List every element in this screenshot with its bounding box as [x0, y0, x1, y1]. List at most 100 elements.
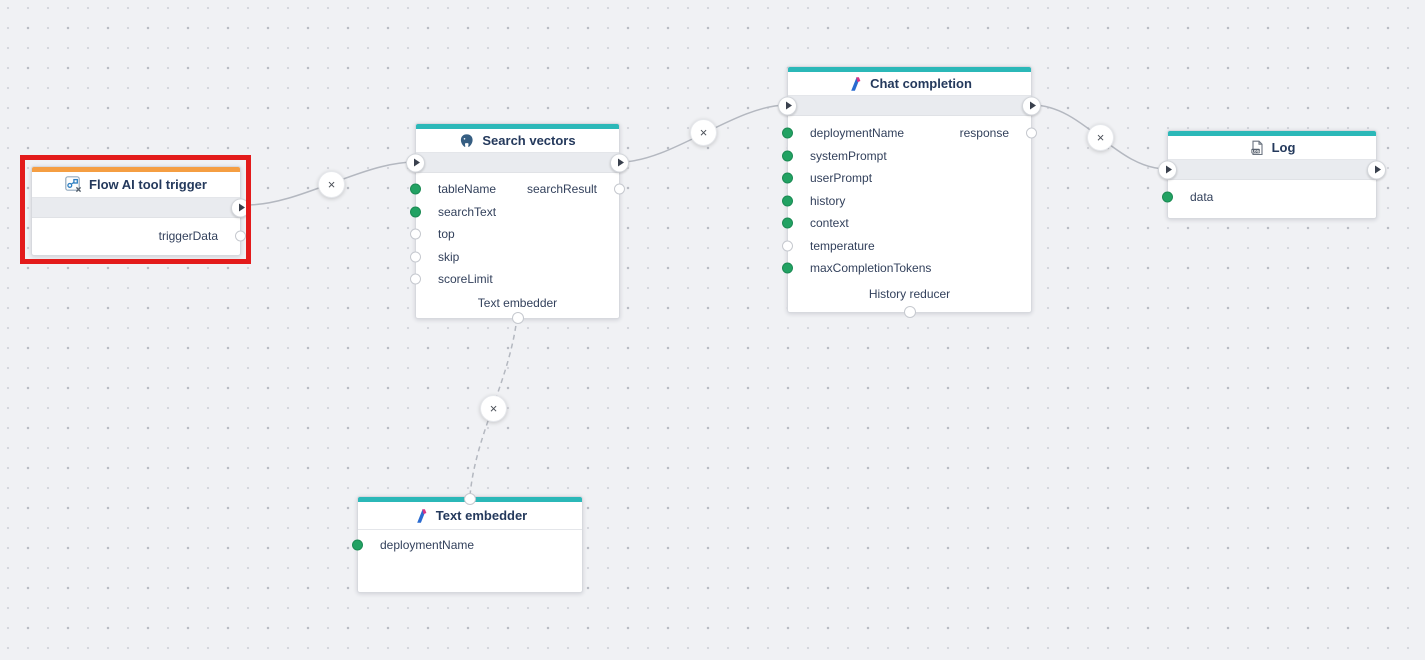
port-label: temperature [810, 238, 875, 253]
node-title: Flow AI tool trigger [89, 177, 207, 192]
bottom-connector-label: Text embedder [477, 295, 558, 310]
flow-out-button[interactable] [1367, 160, 1386, 179]
port-label: skip [438, 249, 460, 264]
port-label: searchResult [526, 182, 597, 197]
port-label: triggerData [158, 229, 218, 244]
port-label: response [959, 126, 1009, 141]
node-accent-bar [416, 124, 619, 129]
input-port-top[interactable] [410, 228, 421, 240]
input-port-deploymentName[interactable] [352, 539, 363, 551]
flow-in-button[interactable] [406, 153, 425, 172]
node-accent-bar [788, 67, 1031, 72]
play-icon [413, 158, 420, 167]
node-accent-bar [1168, 131, 1376, 136]
remove-connection-search-embedder-button[interactable]: × [480, 395, 507, 422]
input-port-searchText[interactable] [410, 206, 421, 218]
node-header: Flow AI tool trigger [32, 172, 240, 198]
azure-ai-icon [847, 76, 863, 92]
flow-trigger-icon [65, 176, 82, 193]
port-row: triggerData [32, 225, 246, 248]
port-row: searchText [410, 201, 619, 224]
port-label: top [438, 227, 455, 242]
node-chat-completion[interactable]: Chat completion deploymentName systemPro… [778, 66, 1041, 318]
log-file-icon: LOG [1249, 140, 1265, 156]
node-body: deploymentName systemPrompt userPrompt h… [782, 116, 1037, 318]
node-header: Chat completion [788, 72, 1031, 96]
node-text-embedder[interactable]: Text embedder deploymentName [352, 493, 583, 593]
port-label: tableName [438, 182, 497, 197]
node-title: Log [1271, 140, 1296, 155]
input-port-userPrompt[interactable] [782, 172, 793, 184]
node-log[interactable]: LOG Log data [1158, 130, 1386, 219]
input-port-tableName[interactable] [410, 183, 421, 195]
port-row: response [885, 122, 1037, 145]
input-port-scoreLimit[interactable] [410, 273, 421, 285]
port-row: tableName [410, 178, 619, 201]
port-label: systemPrompt [810, 148, 887, 163]
flow-in-button[interactable] [1158, 160, 1177, 179]
input-port-maxCompletionTokens[interactable] [782, 262, 793, 274]
flow-out-button[interactable] [610, 153, 629, 172]
top-connector-port[interactable] [464, 493, 476, 505]
node-header: LOG Log [1168, 136, 1376, 160]
node-body: triggerData [32, 218, 246, 255]
node-accent-bar [32, 167, 240, 172]
node-header: Text embedder [358, 502, 582, 530]
node-body: tableName searchText top skip scoreLimit… [410, 173, 625, 324]
port-row: maxCompletionTokens [782, 257, 1031, 280]
output-port-searchResult[interactable] [614, 183, 625, 195]
port-row: deploymentName [352, 534, 582, 557]
node-title: Search vectors [482, 133, 576, 148]
node-title: Text embedder [435, 508, 528, 523]
port-row: top [410, 223, 619, 246]
port-label: searchText [438, 204, 497, 219]
node-flow-band [1158, 160, 1386, 180]
play-icon [1029, 101, 1036, 110]
port-label: deploymentName [380, 538, 475, 553]
output-port-triggerData[interactable] [235, 230, 246, 242]
input-port-data[interactable] [1162, 191, 1173, 203]
flow-out-button[interactable] [231, 198, 250, 217]
input-port-context[interactable] [782, 217, 793, 229]
port-label: scoreLimit [438, 272, 493, 287]
node-body: data [1162, 180, 1376, 218]
port-row: history [782, 190, 1031, 213]
bottom-connector-port-text-embedder[interactable] [511, 312, 524, 324]
port-label: data [1190, 190, 1214, 205]
input-port-systemPrompt[interactable] [782, 150, 793, 162]
remove-connection-trigger-search-button[interactable]: × [318, 171, 345, 198]
node-flow-band [778, 96, 1041, 116]
input-port-history[interactable] [782, 195, 793, 207]
port-label: maxCompletionTokens [810, 261, 932, 276]
node-search-vectors[interactable]: Search vectors tableName searchText top [406, 123, 629, 324]
play-icon [1165, 165, 1172, 174]
flow-out-button[interactable] [1022, 96, 1041, 115]
port-label: deploymentName [810, 126, 905, 141]
bottom-connector-label: History reducer [868, 286, 951, 301]
play-icon [617, 158, 624, 167]
postgresql-elephant-icon [459, 133, 475, 149]
input-port-deploymentName[interactable] [782, 127, 793, 139]
port-label: context [810, 216, 849, 231]
port-label: history [810, 193, 846, 208]
port-row: skip [410, 246, 619, 269]
port-row: temperature [782, 235, 1031, 258]
remove-connection-chat-log-button[interactable]: × [1087, 124, 1114, 151]
node-flow-ai-tool-trigger[interactable]: Flow AI tool trigger triggerData [31, 166, 250, 256]
port-row: deploymentName [782, 122, 1031, 145]
node-header: Search vectors [416, 129, 619, 153]
input-port-skip[interactable] [410, 251, 421, 263]
node-flow-band [32, 198, 250, 218]
port-row: searchResult [497, 178, 625, 201]
bottom-connector-port-history-reducer[interactable] [903, 306, 916, 318]
output-port-response[interactable] [1026, 127, 1037, 139]
flow-in-button[interactable] [778, 96, 797, 115]
input-port-temperature[interactable] [782, 240, 793, 252]
port-row: systemPrompt [782, 145, 1031, 168]
port-row: data [1162, 186, 1376, 209]
remove-connection-search-chat-button[interactable]: × [690, 119, 717, 146]
node-flow-band [406, 153, 629, 173]
svg-text:LOG: LOG [1251, 149, 1259, 153]
